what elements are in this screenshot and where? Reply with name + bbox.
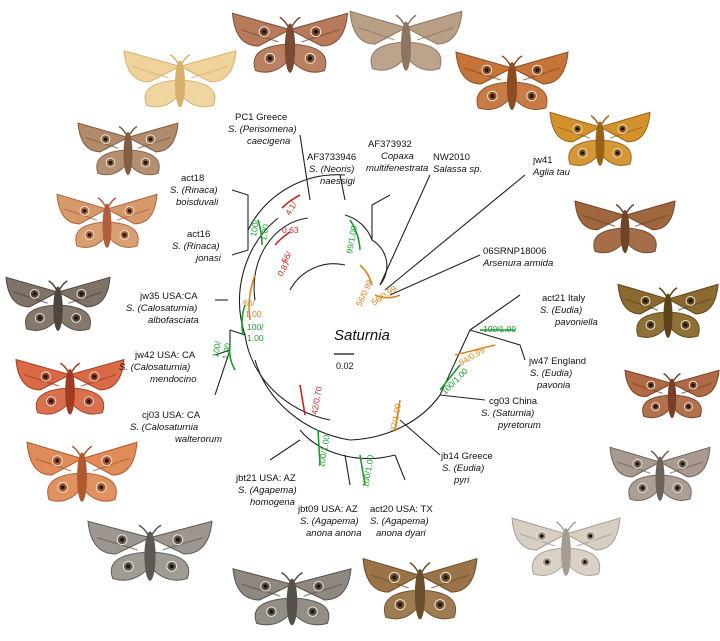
moth-icon bbox=[15, 358, 125, 415]
taxon-name: S. (Agapema) bbox=[370, 516, 429, 527]
taxon-code: act20 USA: TX bbox=[370, 504, 433, 515]
taxon-name: S. (Rinaca) bbox=[172, 241, 220, 252]
support-value: 4.1/ bbox=[283, 199, 299, 217]
taxon-name: S. (Perisomena) bbox=[228, 124, 297, 135]
taxon-name: naessigi bbox=[320, 176, 356, 187]
taxon-name: S. (Rinaca) bbox=[170, 185, 218, 196]
moth-icon bbox=[511, 517, 621, 576]
taxon-code: act18 bbox=[181, 173, 204, 184]
taxon-code: jbt09 USA: AZ bbox=[297, 504, 358, 515]
support-value: 66/ bbox=[243, 298, 255, 308]
support-value: 1.00 bbox=[245, 309, 262, 319]
support-branch-highlights bbox=[228, 194, 515, 486]
support-value: 56/0.99 bbox=[369, 283, 398, 308]
support-value: 100/ bbox=[247, 322, 264, 332]
taxon-code: cg03 China bbox=[489, 396, 538, 407]
taxon-name: anona dyari bbox=[376, 528, 427, 539]
support-value: 100/ bbox=[248, 219, 261, 238]
moth-icon bbox=[26, 441, 138, 502]
moth-icon bbox=[455, 51, 569, 110]
support-value: 87/1.00 bbox=[388, 402, 403, 432]
taxon-code: jw47 England bbox=[528, 356, 586, 367]
taxon-name: caecigena bbox=[247, 136, 290, 147]
taxon-name: pavonia bbox=[536, 380, 570, 391]
taxon-code: NW2010 bbox=[433, 152, 470, 163]
taxon-name: S. (Eudia) bbox=[530, 368, 572, 379]
moth-icon bbox=[232, 568, 352, 626]
taxon-name: multifenestrata bbox=[366, 163, 428, 174]
taxon-name: Arsenura armida bbox=[482, 258, 553, 269]
moth-icon bbox=[362, 557, 478, 620]
taxon-code: AF373932 bbox=[368, 139, 412, 150]
support-value: 42/0.70 bbox=[309, 385, 324, 415]
taxon-name: anona anona bbox=[306, 528, 361, 539]
support-value: 100/1.00 bbox=[483, 324, 516, 334]
taxon-name: jonasi bbox=[194, 253, 222, 264]
moth-icon bbox=[5, 276, 111, 331]
support-value: 100/ bbox=[210, 340, 223, 359]
taxon-name: Copaxa bbox=[381, 151, 414, 162]
support-value: 0.63 bbox=[282, 225, 299, 235]
scale-label: 0.02 bbox=[336, 361, 354, 371]
taxon-name: pavoniella bbox=[554, 317, 598, 328]
moth-icon bbox=[617, 283, 719, 338]
support-value: 1.00 bbox=[247, 333, 264, 343]
taxon-name: S. (Eudia) bbox=[442, 463, 484, 474]
taxon-name: S. (Calosaturnia) bbox=[119, 362, 190, 373]
moth-icon bbox=[574, 200, 676, 254]
genus-label: Saturnia bbox=[334, 327, 390, 344]
taxon-name: S. (Agapema) bbox=[300, 516, 359, 527]
taxon-code: jw35 USA:CA bbox=[139, 291, 198, 302]
taxon-name: S. (Agapema) bbox=[238, 485, 297, 496]
taxon-name: walterorum bbox=[175, 434, 222, 445]
taxon-code: act21 Italy bbox=[542, 293, 586, 304]
moth-icon bbox=[349, 10, 463, 71]
moth-icon bbox=[549, 111, 651, 166]
support-value: 99/1.00 bbox=[344, 224, 359, 254]
moth-icon bbox=[56, 193, 158, 248]
taxon-labels: PC1 Greece S. (Perisomena) caecigena AF3… bbox=[119, 112, 598, 539]
taxon-name: homogena bbox=[250, 497, 295, 508]
taxon-code: act16 bbox=[187, 229, 210, 240]
taxon-code: jbt21 USA: AZ bbox=[235, 473, 296, 484]
support-value: 1.00 bbox=[220, 342, 233, 360]
taxon-name: Aglia tau bbox=[532, 167, 571, 178]
taxon-name: albofasciata bbox=[148, 315, 199, 326]
taxon-name: pyretorum bbox=[497, 420, 541, 431]
taxon-name: S. (Neoris) bbox=[309, 164, 354, 175]
moth-icon bbox=[231, 12, 349, 73]
taxon-name: pyri bbox=[453, 475, 470, 486]
taxon-name: S. (Calosaturnia bbox=[130, 422, 198, 433]
moth-icon bbox=[87, 520, 213, 581]
support-value: 1.00 bbox=[258, 223, 271, 241]
taxon-code: jw41 bbox=[532, 155, 553, 166]
taxon-code: jw42 USA: CA bbox=[134, 350, 196, 361]
moth-icon bbox=[123, 50, 237, 108]
taxon-name: S. (Saturnia) bbox=[481, 408, 534, 419]
taxon-code: jb14 Greece bbox=[440, 451, 493, 462]
moth-icon bbox=[77, 122, 179, 176]
moth-icon bbox=[609, 446, 711, 501]
taxon-name: S. (Eudia) bbox=[540, 305, 582, 316]
taxon-code: PC1 Greece bbox=[235, 112, 287, 123]
moth-icon bbox=[624, 369, 720, 419]
support-value: 100/1.00 bbox=[439, 366, 470, 397]
taxon-name: Salassa sp. bbox=[433, 164, 482, 175]
taxon-code: cj03 USA: CA bbox=[142, 410, 201, 421]
taxon-name: S. (Calosaturnia) bbox=[126, 303, 197, 314]
taxon-name: mendocino bbox=[150, 374, 196, 385]
taxon-code: AF3733946 bbox=[307, 152, 356, 163]
taxon-name: boisduvali bbox=[176, 197, 219, 208]
moth-photos bbox=[5, 10, 720, 626]
taxon-code: 06SRNP18006 bbox=[483, 246, 546, 257]
